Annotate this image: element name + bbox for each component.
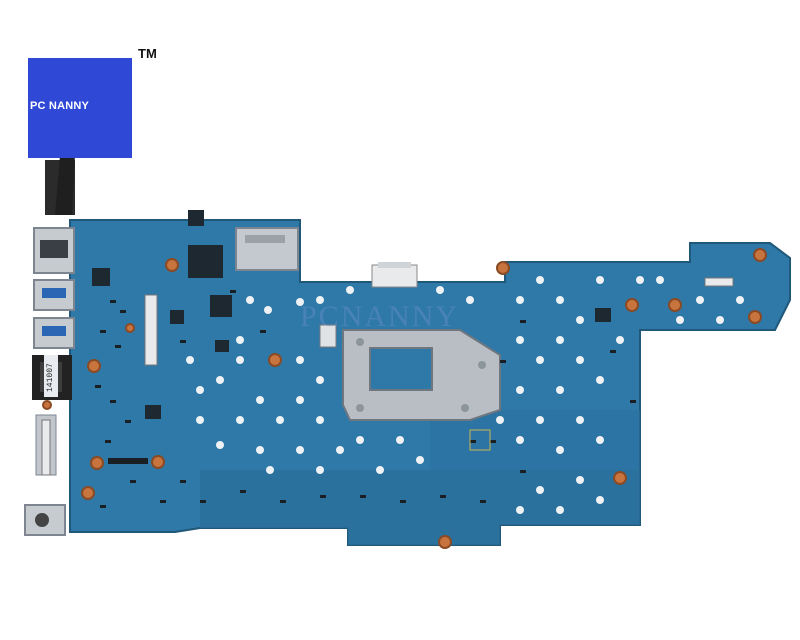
left-io-ports — [24, 155, 75, 536]
main-chip — [188, 245, 223, 278]
brand-logo-box — [28, 58, 132, 158]
ribbon-connector-right — [704, 277, 734, 287]
trademark-symbol: TM — [138, 46, 157, 61]
pcb-trace-area — [200, 470, 640, 545]
sticker-text: 141007 — [46, 363, 55, 392]
usb-port-1 — [33, 279, 75, 311]
sd-card-reader — [235, 227, 299, 271]
chip-5 — [145, 405, 161, 419]
chip-2 — [188, 210, 204, 226]
mounting-pads — [42, 248, 767, 549]
ribbon-connector-small — [319, 324, 337, 348]
brand-watermark: PCNANNY — [300, 300, 460, 333]
cable-connector — [55, 155, 75, 215]
chips — [92, 210, 611, 419]
ribbon-connector-left — [41, 419, 51, 476]
header-row — [108, 458, 148, 464]
cpu-bracket — [342, 329, 501, 421]
ribbon-connector-vertical — [144, 294, 158, 366]
battery-connector — [371, 264, 418, 288]
header-row-2 — [469, 429, 491, 451]
chip-7 — [170, 310, 184, 324]
smd-components — [95, 290, 636, 508]
chip-6 — [595, 308, 611, 322]
serial-sticker — [44, 355, 58, 397]
chip-8 — [215, 340, 229, 352]
brand-logo-text: PC NANNY — [30, 100, 90, 112]
chip-4 — [92, 268, 110, 286]
chip-3 — [210, 295, 232, 317]
test-points — [186, 276, 744, 514]
